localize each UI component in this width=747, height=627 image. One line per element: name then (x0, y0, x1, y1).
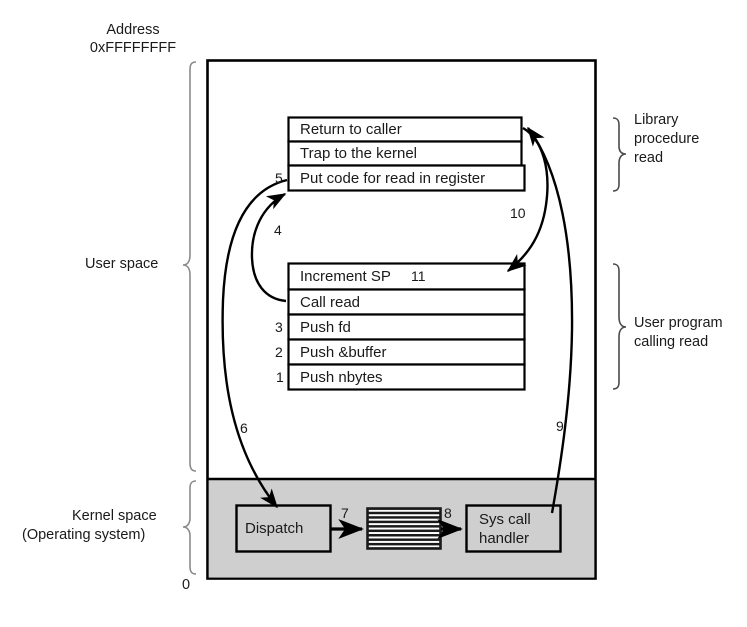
dispatch-box (235, 504, 332, 553)
step-number-1: 1 (276, 369, 284, 385)
sys-call-handler-label-line1: Sys call (479, 511, 531, 528)
library-row-label-0: Return to caller (300, 121, 402, 138)
library-row-trap-to-the-kernel (287, 140, 523, 167)
step-number-10: 10 (510, 205, 526, 221)
brace-kernel-space (182, 480, 197, 575)
syscall-table-box (366, 507, 442, 550)
user-row-label-0: Increment SP (300, 268, 391, 285)
user-row-label-1: Call read (300, 294, 361, 311)
step-number-4: 4 (274, 222, 282, 238)
zero-address-label: 0 (182, 577, 191, 593)
user-program-stack (287, 262, 526, 391)
user-row-label-4: Push nbytes (300, 369, 383, 386)
step-number-11: 11 (411, 268, 426, 284)
user-row-push-nbytes (287, 363, 526, 391)
kernel-space-label-line1: Kernel space (72, 508, 157, 524)
address-label: Address (106, 22, 160, 38)
user-row-push-fd (287, 313, 526, 341)
arrow-6 (221, 178, 288, 509)
library-procedure-label-line2: procedure (634, 131, 700, 147)
arrow-9 (527, 126, 574, 514)
library-row-label-2: Put code for read in register (300, 170, 486, 187)
user-row-call-read (287, 288, 526, 316)
user-row-increment-sp (287, 262, 526, 291)
step-number-3: 3 (275, 319, 283, 335)
user-row-label-3: Push &buffer (300, 344, 387, 361)
user-space-label: User space (85, 256, 159, 272)
step-number-2: 2 (275, 344, 283, 360)
step-number-8: 8 (444, 505, 452, 521)
brace-library-procedure (612, 117, 627, 192)
library-row-put-code-for-read (287, 164, 526, 192)
address-value: 0xFFFFFFFF (89, 40, 177, 56)
brace-user-program (612, 263, 627, 390)
kernel-space-label-line2: (Operating system) (22, 527, 146, 543)
user-program-label-line1: User program (634, 315, 723, 331)
library-procedure-label-line1: Library (634, 112, 679, 128)
user-program-label-line2: calling read (634, 334, 709, 350)
step-number-5: 5 (275, 170, 283, 186)
library-procedure-stack (287, 116, 526, 192)
user-row-push-buffer (287, 338, 526, 366)
dispatch-label: Dispatch (245, 520, 304, 537)
step-number-7: 7 (341, 505, 349, 521)
library-procedure-label-line3: read (634, 150, 664, 166)
arrow-10 (506, 126, 549, 272)
step-number-9: 9 (556, 418, 564, 434)
sys-call-handler-box (465, 504, 562, 553)
step-number-6: 6 (240, 420, 248, 436)
arrow-4 (250, 192, 287, 303)
brace-user-space (182, 61, 197, 472)
sys-call-handler-label-line2: handler (479, 530, 530, 547)
user-row-label-2: Push fd (300, 319, 351, 336)
library-row-label-1: Trap to the kernel (300, 145, 418, 162)
